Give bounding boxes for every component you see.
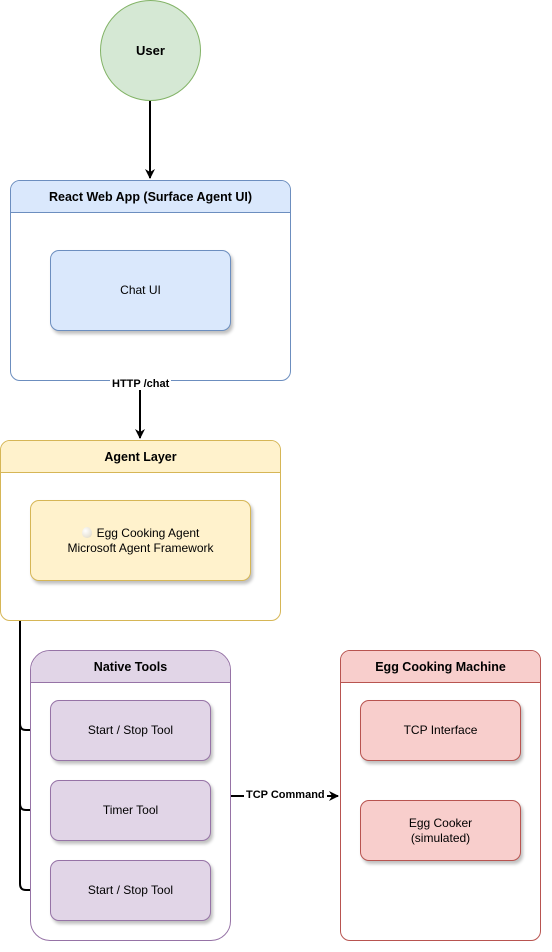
machine-title: Egg Cooking Machine xyxy=(341,651,540,683)
egg-cooking-machine-group: Egg Cooking Machine xyxy=(340,650,541,941)
chat-ui-box: Chat UI xyxy=(50,250,231,331)
tool-start-stop-1: Start / Stop Tool xyxy=(50,700,211,761)
web-app-title: React Web App (Surface Agent UI) xyxy=(11,181,290,213)
egg-icon xyxy=(81,526,92,538)
native-tools-title: Native Tools xyxy=(31,651,230,683)
egg-cooking-agent-box: Egg Cooking Agent Microsoft Agent Framew… xyxy=(30,500,251,581)
egg-cooker-sublabel: (simulated) xyxy=(410,830,471,845)
agent-layer-title: Agent Layer xyxy=(1,441,280,473)
tool-label: Timer Tool xyxy=(102,803,159,817)
agent-framework: Microsoft Agent Framework xyxy=(67,540,214,555)
user-label: User xyxy=(136,43,165,58)
edge-label-http-chat: HTTP /chat xyxy=(110,378,172,390)
egg-cooker-label: Egg Cooker xyxy=(408,815,473,830)
chat-ui-label: Chat UI xyxy=(120,283,161,297)
edge-label-tcp-command: TCP Command xyxy=(244,789,327,801)
tcp-interface-box: TCP Interface xyxy=(360,700,521,761)
egg-cooker-box: Egg Cooker (simulated) xyxy=(360,800,521,861)
tcp-interface-label: TCP Interface xyxy=(403,723,478,737)
agent-name: Egg Cooking Agent xyxy=(96,525,200,540)
tool-timer: Timer Tool xyxy=(50,780,211,841)
user-node: User xyxy=(100,0,201,101)
tool-label: Start / Stop Tool xyxy=(87,883,174,897)
tool-label: Start / Stop Tool xyxy=(87,723,174,737)
tool-start-stop-2: Start / Stop Tool xyxy=(50,860,211,921)
